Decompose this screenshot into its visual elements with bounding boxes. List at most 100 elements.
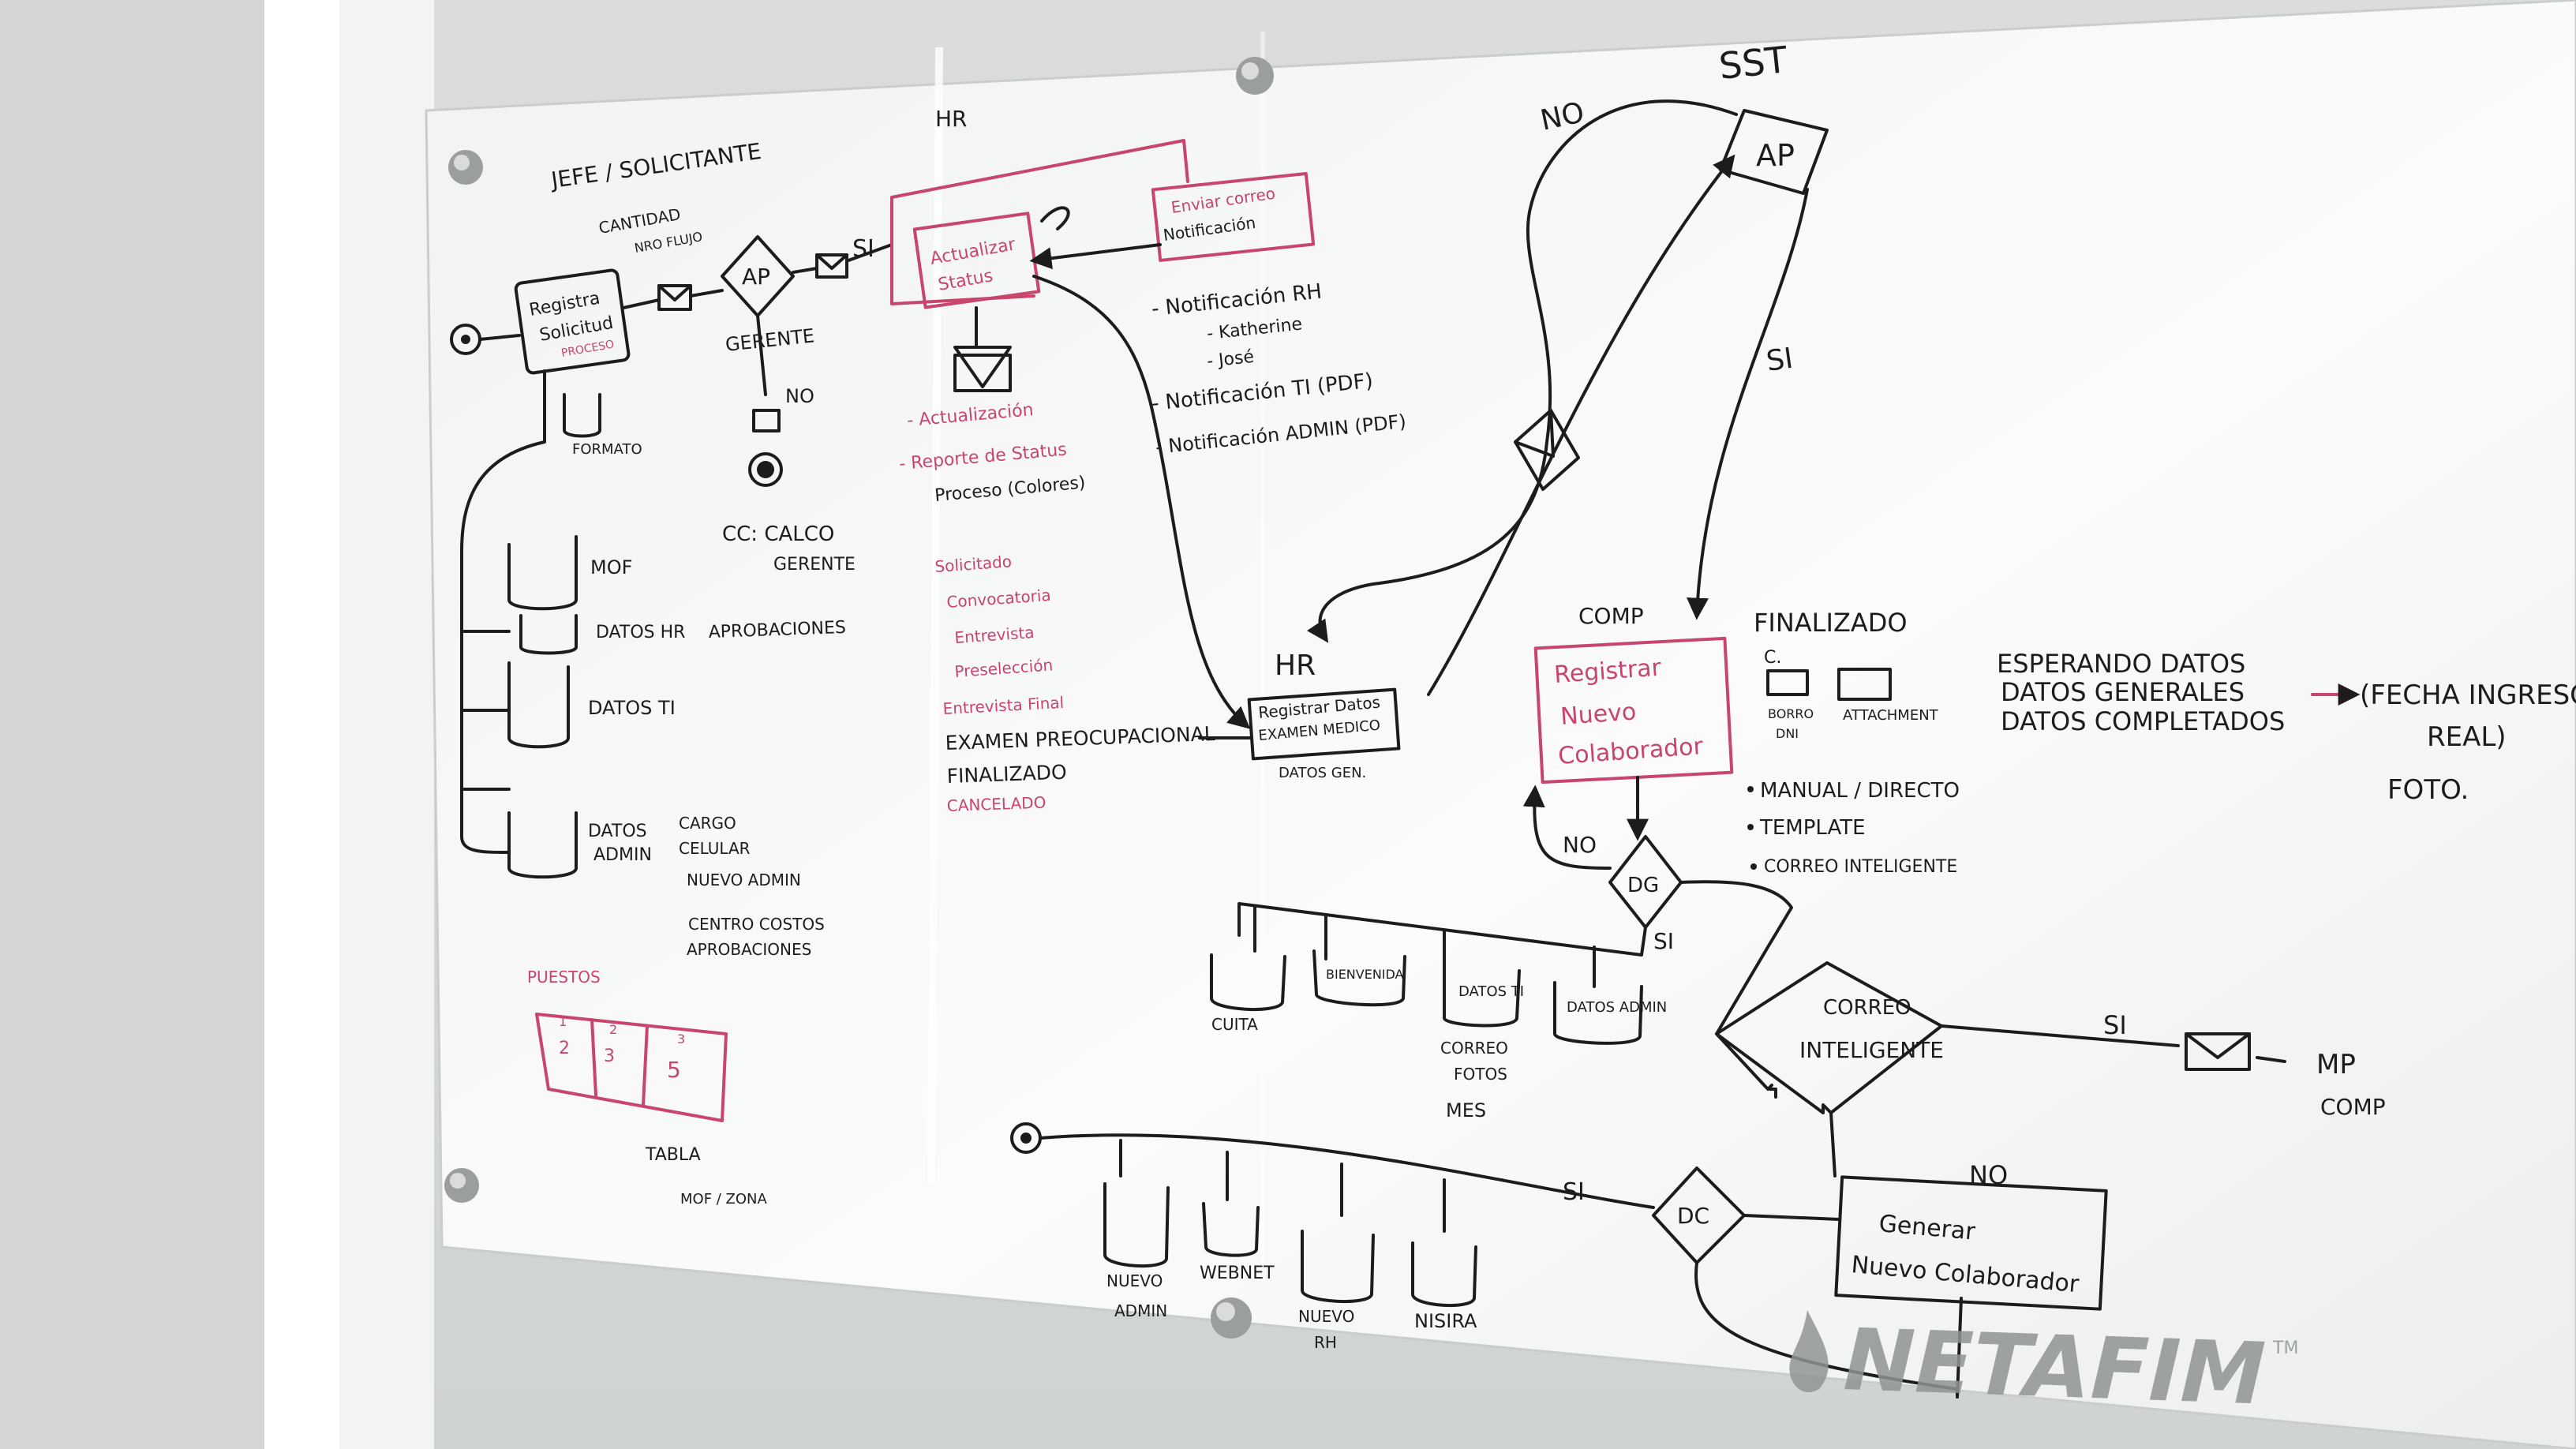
label-datos-admin-comp: DATOS ADMIN xyxy=(1567,999,1667,1016)
label-cc-calco: CC: CALCO xyxy=(722,522,834,546)
gateway-ap-sst xyxy=(1719,109,1829,195)
netafim-watermark: NETAFIM xyxy=(1842,1311,2267,1425)
label-datos-ti: DATOS TI xyxy=(588,697,676,719)
table-cell: 1 xyxy=(559,1014,567,1029)
envelope-icon xyxy=(815,253,848,279)
label-formato: FORMATO xyxy=(572,441,642,458)
mount-screw xyxy=(444,1168,479,1203)
label-fecha-ingreso: (FECHA INGRESO xyxy=(2360,680,2576,711)
label-admin-item: CENTRO COSTOS xyxy=(688,915,825,934)
table-cell: 2 xyxy=(559,1039,570,1058)
finalizado-item: BORRO xyxy=(1768,706,1814,721)
label-webnet: WEBNET xyxy=(1200,1264,1275,1283)
lane-label-comp: COMP xyxy=(1578,603,1644,629)
db-cuita xyxy=(1210,953,1286,1011)
label-bienvenida: BIENVENIDA xyxy=(1326,967,1404,982)
table-cell: 3 xyxy=(604,1046,615,1066)
label-nuevo-rh: RH xyxy=(1314,1333,1337,1352)
label-datos-admin: ADMIN xyxy=(593,845,652,865)
puestos-table xyxy=(535,1013,728,1122)
generar-colaborador-box xyxy=(1834,1175,2108,1311)
envelope-icon xyxy=(752,409,781,432)
finalizado-item: C. xyxy=(1764,648,1781,668)
finalizado-item: DNI xyxy=(1776,726,1799,741)
finalizado-item: ATTACHMENT xyxy=(1843,707,1939,724)
label-ap-sst: AP xyxy=(1756,138,1795,173)
label-fecha-real: REAL) xyxy=(2427,721,2507,753)
label-admin-item: NUEVO ADMIN xyxy=(687,871,801,889)
label-si-dg: SI xyxy=(1653,928,1674,954)
notif-item: - José xyxy=(1206,347,1255,372)
window-blind xyxy=(0,0,264,1449)
label-admin-item: APROBACIONES xyxy=(687,940,811,959)
status-item: FINALIZADO xyxy=(946,761,1067,788)
comp-option: CORREO INTELIGENTE xyxy=(1764,857,1957,877)
label-correo-fotos: MES xyxy=(1446,1099,1486,1121)
glass-reflection xyxy=(927,47,943,1185)
comp-option: TEMPLATE xyxy=(1759,816,1866,840)
db-mof xyxy=(507,535,578,611)
db-datos-ti xyxy=(507,661,570,749)
label-no: NO xyxy=(785,385,814,407)
netafim-drop-logo xyxy=(1789,1310,1829,1393)
label-datos-generales: DATOS GENERALES xyxy=(2001,677,2245,707)
label-cc-gerente: GERENTE xyxy=(773,555,856,575)
label-datos-completados: DATOS COMPLETADOS xyxy=(2001,706,2285,736)
window-light xyxy=(264,0,339,1449)
table-cell: 5 xyxy=(667,1057,681,1083)
label-correo-fotos: FOTOS xyxy=(1454,1065,1507,1084)
db-bienvenida xyxy=(1312,949,1406,1007)
mount-screw xyxy=(1236,57,1274,95)
status-item: CANCELADO xyxy=(946,793,1046,815)
label-ap-gerente: AP xyxy=(742,264,770,290)
label-comp: COMP xyxy=(2320,1094,2386,1120)
label-aprobaciones-hr: APROBACIONES xyxy=(708,618,846,642)
label-datos-admin: DATOS xyxy=(588,822,647,841)
label-si-correo: SI xyxy=(2103,1010,2127,1040)
db-datos-admin xyxy=(507,811,578,879)
label-tabla: TABLA xyxy=(645,1145,701,1165)
registrar-datos-box xyxy=(1247,687,1401,761)
db-nuevo-rh xyxy=(1301,1230,1375,1303)
db-datos-ti xyxy=(1443,965,1521,1028)
label-datos-ti-comp: DATOS TI xyxy=(1458,983,1524,1000)
envelope-icon xyxy=(953,354,1012,392)
label-nuevo: Nuevo xyxy=(1559,698,1637,731)
table-cell: 3 xyxy=(677,1032,685,1046)
label-si-sst: SI xyxy=(1765,343,1795,378)
mount-screw xyxy=(1211,1297,1252,1339)
label-no-dg: NO xyxy=(1563,832,1597,858)
label-puestos: PUESTOS xyxy=(527,968,601,987)
lane-label-hr: HR xyxy=(935,106,968,132)
label-cuita: CUITA xyxy=(1211,1015,1258,1034)
label-dg: DG xyxy=(1627,874,1659,897)
db-nisira xyxy=(1411,1241,1477,1307)
label-mof: MOF xyxy=(590,556,632,578)
lane-label-sst: SST xyxy=(1717,38,1791,88)
label-tabla-sub: MOF / ZONA xyxy=(680,1191,768,1208)
label-mp: MP xyxy=(2316,1049,2356,1080)
lane-label-hr2: HR xyxy=(1275,650,1316,682)
end-event xyxy=(748,452,783,487)
label-admin-item: CELULAR xyxy=(679,839,751,858)
db-datos-admin xyxy=(1553,981,1643,1045)
label-correo-fotos: CORREO xyxy=(1440,1039,1508,1058)
trademark-mark: TM xyxy=(2272,1339,2298,1358)
label-esperando-datos: ESPERANDO DATOS xyxy=(1997,649,2245,679)
envelope-icon xyxy=(1514,409,1580,491)
label-nuevo-admin: ADMIN xyxy=(1114,1301,1167,1320)
label-admin-item: CARGO xyxy=(679,814,736,833)
label-inteligente: INTELIGENTE xyxy=(1799,1037,1944,1063)
label-datos-gen: DATOS GEN. xyxy=(1279,765,1366,781)
label-si-dc: SI xyxy=(1563,1178,1585,1206)
envelope-icon xyxy=(2185,1032,2251,1071)
db-datos-hr xyxy=(519,614,578,655)
enviar-notificacion-box xyxy=(1151,172,1316,262)
label-nuevo-rh: NUEVO xyxy=(1298,1307,1354,1326)
db-nuevo-admin xyxy=(1103,1182,1170,1267)
mount-screw xyxy=(448,150,483,185)
label-datos-hr: DATOS HR xyxy=(596,623,685,642)
label-nuevo-admin: NUEVO xyxy=(1106,1271,1163,1290)
lane-label-finalizado: FINALIZADO xyxy=(1754,608,1908,638)
